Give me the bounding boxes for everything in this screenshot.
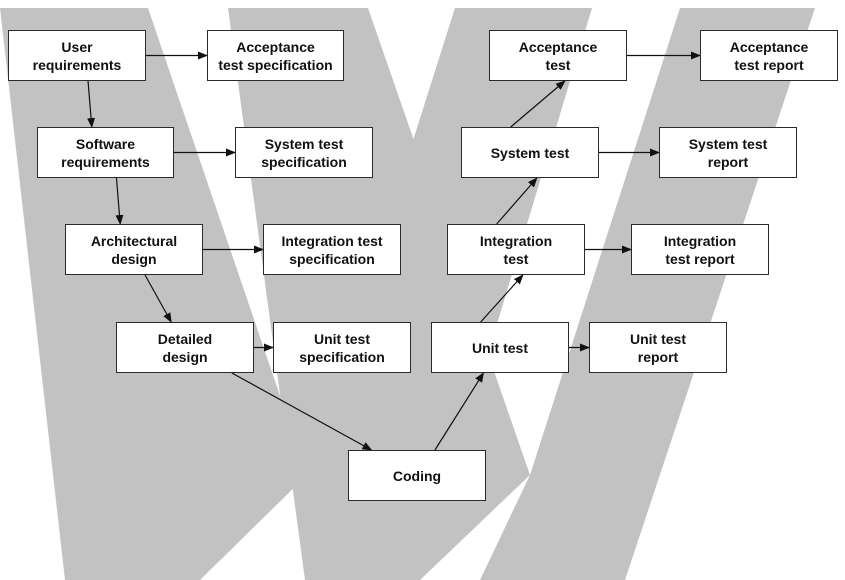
coding-box: Coding [348, 450, 486, 501]
integration-test-specification-box: Integration test specification [263, 224, 401, 275]
unit-test-box: Unit test [431, 322, 569, 373]
acceptance-test-box: Acceptance test [489, 30, 627, 81]
system-test-box: System test [461, 127, 599, 178]
acceptance-test-specification-box: Acceptance test specification [207, 30, 344, 81]
system-test-report-box: System test report [659, 127, 797, 178]
unit-test-specification-box: Unit test specification [273, 322, 411, 373]
acceptance-test-report-box: Acceptance test report [700, 30, 838, 81]
detailed-design-box: Detailed design [116, 322, 254, 373]
software-requirements-box: Software requirements [37, 127, 174, 178]
integration-test-box: Integration test [447, 224, 585, 275]
integration-test-report-box: Integration test report [631, 224, 769, 275]
user-requirements-box: User requirements [8, 30, 146, 81]
system-test-specification-box: System test specification [235, 127, 373, 178]
unit-test-report-box: Unit test report [589, 322, 727, 373]
architectural-design-box: Architectural design [65, 224, 203, 275]
